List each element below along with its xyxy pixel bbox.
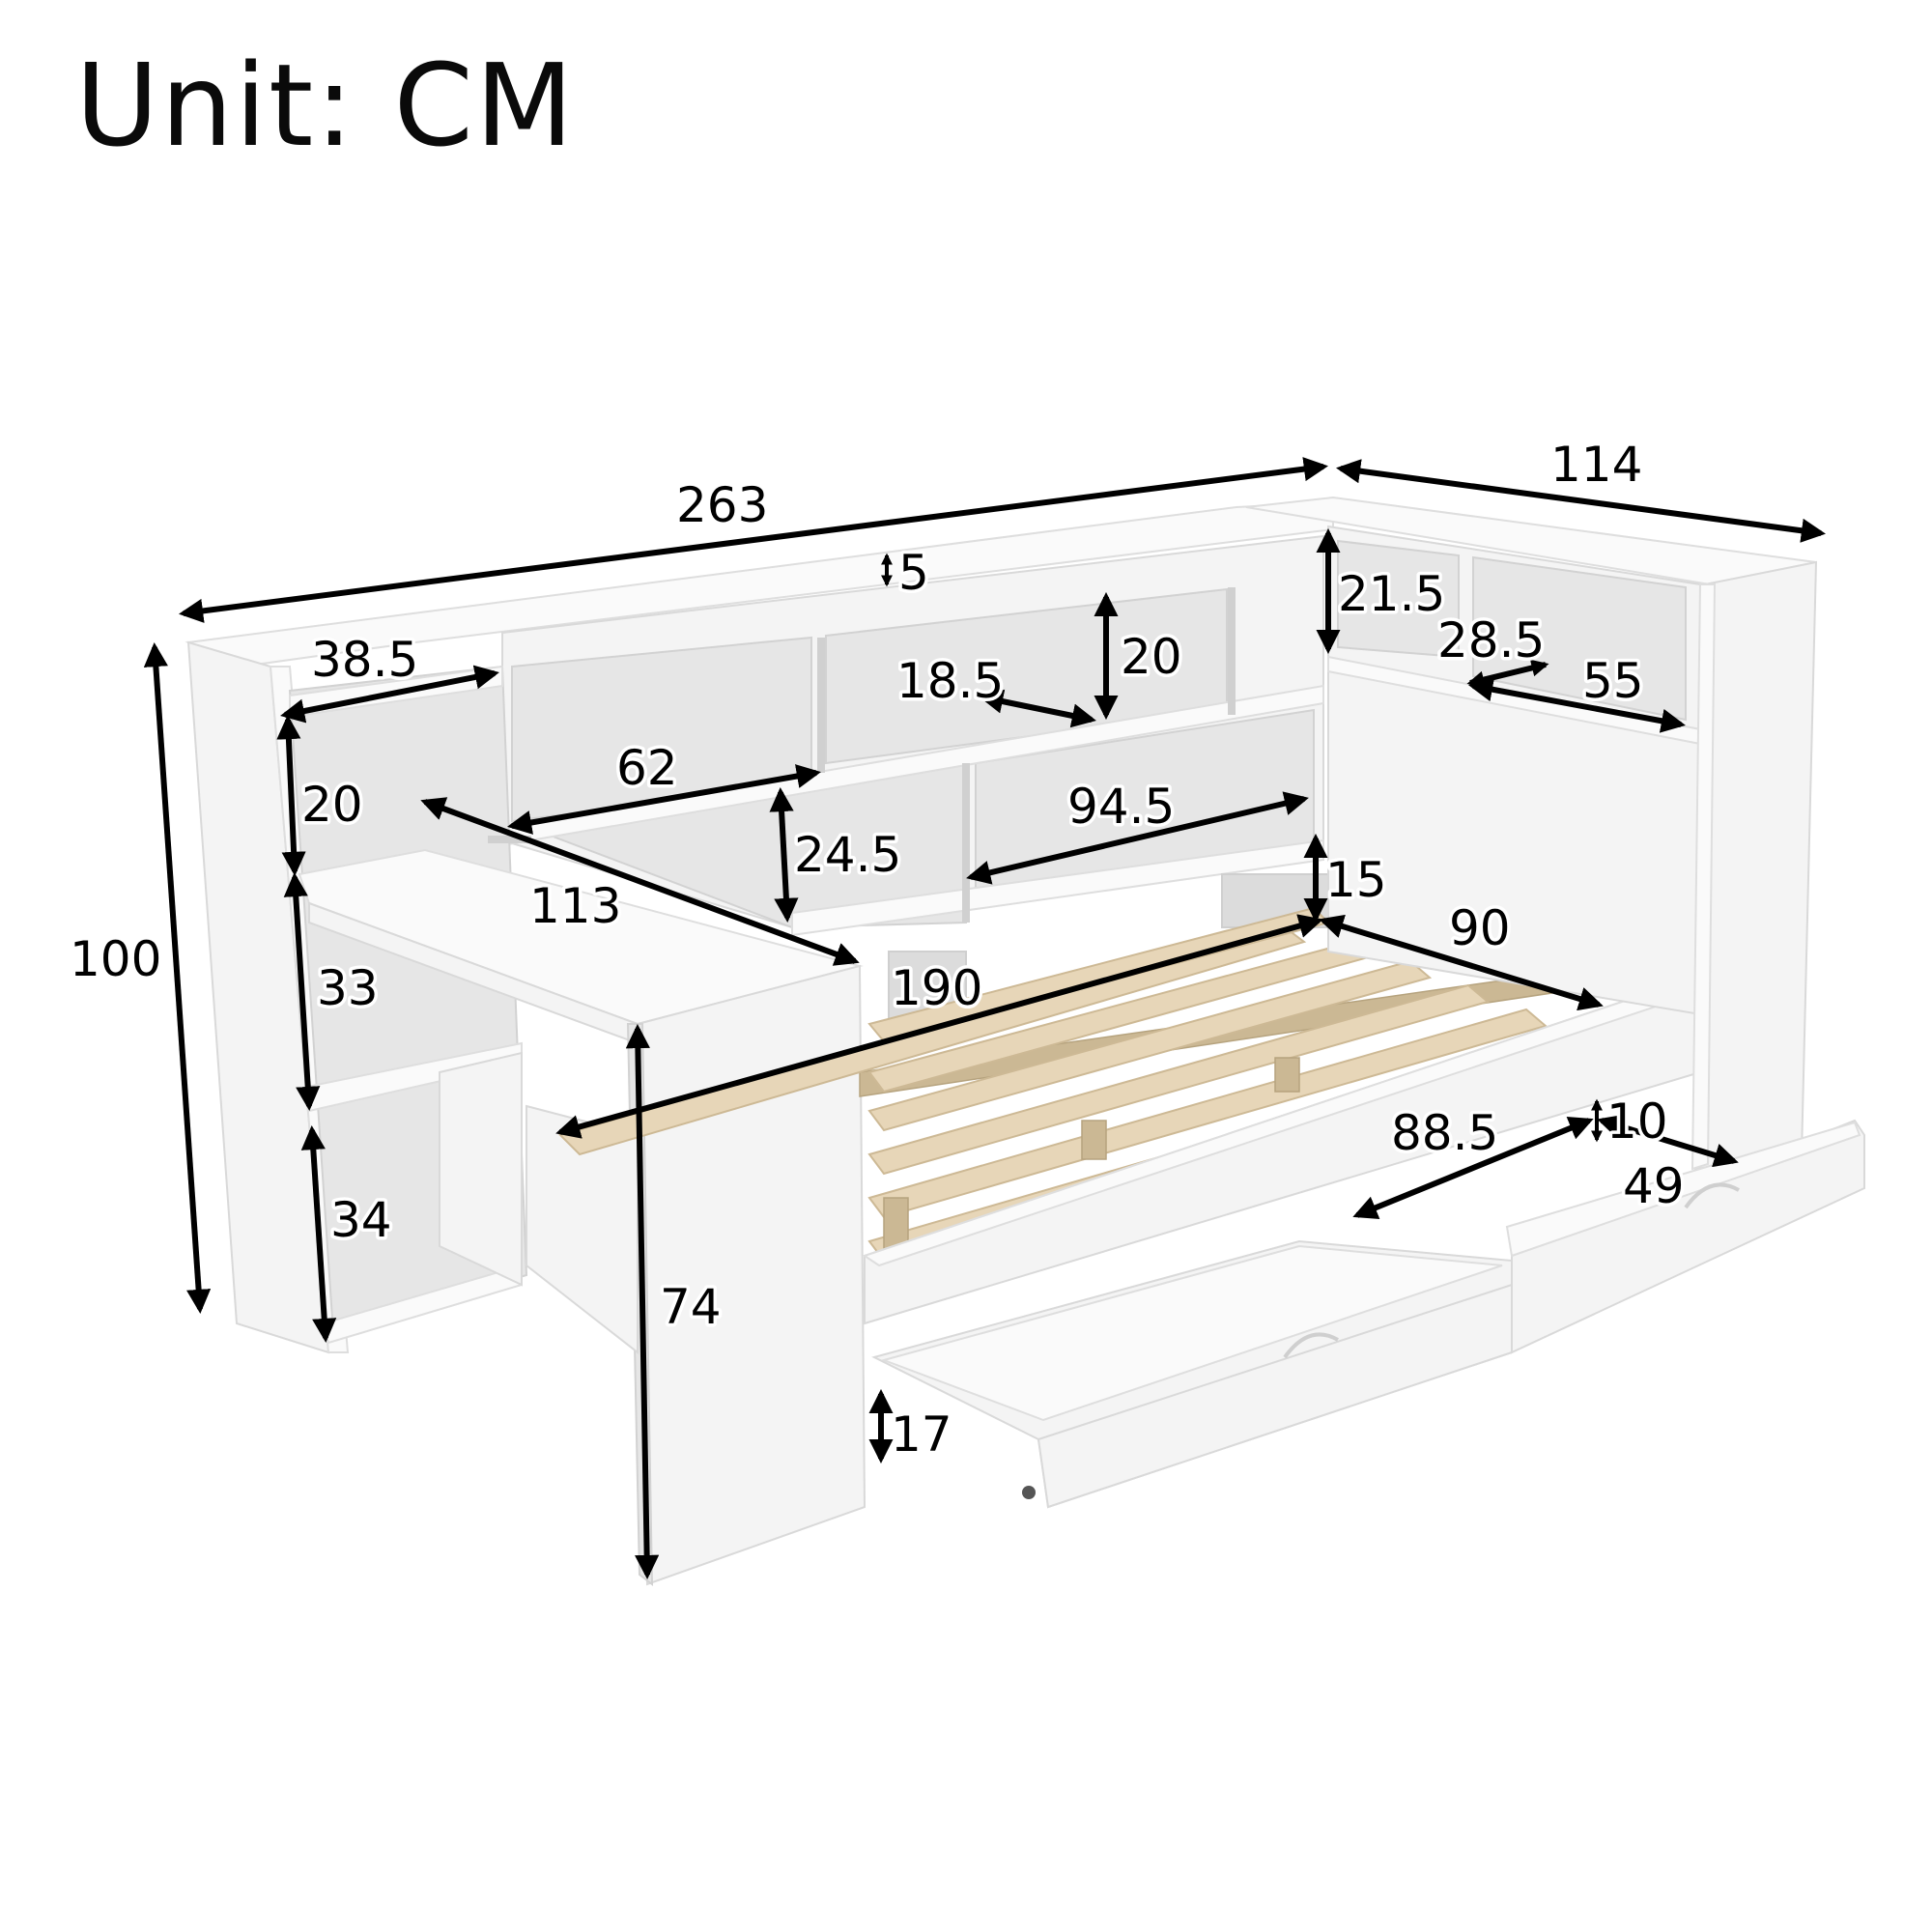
dim-label-upper-shelf-height: 20 <box>1121 629 1182 685</box>
dim-label-desk-length: 113 <box>529 878 621 934</box>
dim-arrow-upper-shelf-depth <box>979 689 1096 728</box>
drawer-wheel <box>1022 1486 1036 1499</box>
dim-label-shelf-width-left: 62 <box>616 740 678 796</box>
dim-arrow-mattress-length <box>555 914 1323 1139</box>
dim-arrow-shelf-width-right <box>966 791 1309 885</box>
drawer-2-inside <box>1505 1121 1861 1258</box>
unit-title: Unit: CM <box>75 39 576 172</box>
drawer-1-inside <box>880 1244 1503 1422</box>
dim-label-shelf-height-middle: 24.5 <box>794 827 901 883</box>
dim-label-overall-length: 263 <box>676 477 768 533</box>
dim-arrow-side-shelf-width <box>1468 677 1686 733</box>
dim-label-left-upper-shelf: 20 <box>301 777 363 833</box>
dim-label-mattress-width: 90 <box>1449 900 1511 956</box>
dim-label-side-shelf-width: 55 <box>1582 653 1644 709</box>
dim-label-drawer-clearance: 10 <box>1606 1094 1668 1150</box>
dim-arrow-overall-length <box>179 457 1328 623</box>
dim-label-left-middle-shelf: 33 <box>317 960 379 1016</box>
dim-label-desk-height: 74 <box>660 1279 722 1335</box>
dim-label-overall-height: 100 <box>70 931 161 987</box>
dim-arrow-left-lower-shelf <box>300 1124 337 1344</box>
dim-arrow-side-depth <box>1336 459 1826 543</box>
dim-label-left-cubby-width: 38.5 <box>311 632 418 688</box>
dim-arrow-left-upper-shelf <box>276 714 306 877</box>
dim-label-rail-height: 15 <box>1325 852 1387 908</box>
dim-label-drawer-length: 88.5 <box>1391 1105 1498 1161</box>
dimension-annotations: 263 114 100 5 38.5 20 33 34 20 18.5 62 <box>67 434 1826 1580</box>
dim-label-mattress-length: 190 <box>891 960 982 1016</box>
dim-label-drawer-height: 17 <box>891 1406 952 1463</box>
dim-label-left-lower-shelf: 34 <box>330 1192 392 1248</box>
dim-label-side-shelf-height: 21.5 <box>1338 566 1445 622</box>
dim-arrow-left-middle-shelf <box>283 871 321 1112</box>
dim-arrow-overall-height <box>143 641 212 1315</box>
dim-arrow-mattress-width <box>1319 914 1604 1011</box>
dim-label-drawer-width: 49 <box>1623 1158 1685 1214</box>
dim-label-side-shelf-depth: 28.5 <box>1437 612 1545 668</box>
dim-label-side-depth: 114 <box>1550 437 1642 493</box>
dim-arrow-drawer-width <box>1597 1114 1739 1168</box>
dim-arrow-left-cubby-width <box>280 665 499 724</box>
drawer-2-handle <box>1684 1182 1740 1209</box>
left-bookcase-partition <box>439 1051 523 1287</box>
dim-arrow-drawer-length <box>1352 1116 1594 1220</box>
dim-label-shelf-width-right: 94.5 <box>1067 779 1175 835</box>
dim-label-upper-shelf-depth: 18.5 <box>896 653 1004 709</box>
drawer-1-handle <box>1283 1332 1339 1359</box>
dim-label-top-lip: 5 <box>898 545 929 601</box>
